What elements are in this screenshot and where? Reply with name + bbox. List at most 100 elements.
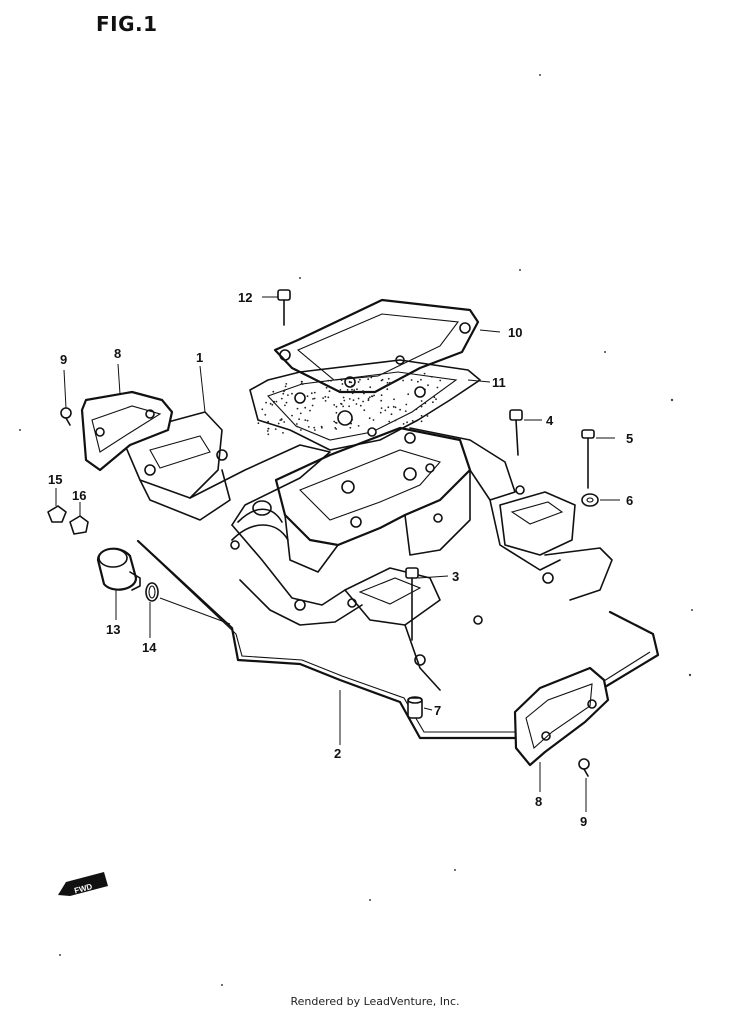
gasket-stipple-dot <box>313 426 316 429</box>
gasket-stipple-dot <box>372 419 375 421</box>
gasket-stipple-dot <box>353 376 356 379</box>
gasket-stipple-dot <box>310 392 313 395</box>
callout-10: 10 <box>508 325 522 340</box>
gasket-stipple-dot <box>427 384 429 387</box>
gasket-stipple-dot <box>349 426 352 429</box>
gasket-stipple-dot <box>359 404 362 407</box>
gasket-stipple-dot <box>348 398 351 400</box>
gasket-stipple-dot <box>285 401 288 404</box>
gasket-stipple-dot <box>363 392 365 395</box>
gasket-stipple-dot <box>384 409 387 412</box>
gasket-stipple-dot <box>371 395 373 398</box>
gasket-stipple-dot <box>363 409 366 412</box>
gasket-stipple-dot <box>282 432 284 434</box>
gasket-stipple-dot <box>417 380 419 383</box>
gasket-stipple-dot <box>266 430 269 432</box>
gasket-stipple-dot <box>431 375 433 378</box>
gasket-stipple-dot <box>355 403 358 405</box>
gasket-stipple-dot <box>328 390 331 393</box>
gasket-stipple-dot <box>325 386 328 389</box>
gasket-stipple-dot <box>402 379 404 382</box>
gasket-stipple-dot <box>388 420 391 423</box>
gasket-stipple-dot <box>439 379 442 382</box>
gasket-stipple-dot <box>313 397 316 400</box>
gasket-stipple-dot <box>324 395 327 398</box>
breather-cover <box>273 298 480 394</box>
gasket-stipple-dot <box>432 401 434 404</box>
washer-6 <box>581 493 599 507</box>
callout-5: 5 <box>626 431 633 446</box>
gasket-stipple-dot <box>386 381 389 384</box>
gasket-stipple-dot <box>334 421 337 424</box>
gasket-stipple-dot <box>357 381 360 383</box>
gasket-stipple-dot <box>411 420 414 422</box>
gasket-stipple-dot <box>426 415 429 417</box>
gasket-stipple-dot <box>298 418 300 421</box>
gasket-stipple-dot <box>351 392 354 395</box>
gasket-stipple-dot <box>330 379 332 382</box>
gasket-stipple-dot <box>380 379 383 382</box>
gasket-stipple-dot <box>404 410 407 412</box>
oil-filler-cap <box>96 547 141 591</box>
callout-16: 16 <box>72 488 86 503</box>
gasket-stipple-dot <box>436 386 439 389</box>
gasket-stipple-dot <box>267 427 270 430</box>
gasket-stipple-dot <box>380 399 383 402</box>
gasket-stipple-dot <box>261 408 264 411</box>
dowel-7 <box>407 696 423 719</box>
gasket-stipple-dot <box>380 394 383 397</box>
callout-6: 6 <box>626 493 633 508</box>
gasket-stipple-dot <box>367 399 370 402</box>
callout-14: 14 <box>142 640 157 655</box>
gasket-stipple-dot <box>307 426 310 428</box>
gasket-stipple-dot <box>351 384 354 387</box>
gasket-stipple-dot <box>399 408 401 411</box>
gasket-stipple-dot <box>394 419 397 422</box>
gasket-stipple-dot <box>284 404 286 407</box>
gasket-stipple-dot <box>387 406 390 409</box>
gasket-stipple-dot <box>300 382 303 385</box>
gasket-stipple-dot <box>277 422 280 425</box>
gasket-stipple-dot <box>269 402 272 405</box>
gasket-stipple-dot <box>357 397 360 400</box>
footer-credit: Rendered by LeadVenture, Inc. <box>290 995 460 1008</box>
gasket-stipple-dot <box>296 407 299 410</box>
gasket-stipple-dot <box>340 379 343 382</box>
gasket-stipple-dot <box>273 400 275 403</box>
gasket-stipple-dot <box>423 372 426 375</box>
gasket-stipple-dot <box>312 398 314 400</box>
gasket-stipple-dot <box>309 409 311 412</box>
gasket-stipple-dot <box>284 385 287 388</box>
gasket-stipple-dot <box>287 394 289 396</box>
cushion-16 <box>69 515 89 535</box>
gasket-stipple-dot <box>322 397 324 399</box>
gasket-stipple-dot <box>387 377 390 380</box>
bolt-5 <box>581 429 595 489</box>
gasket-stipple-dot <box>352 399 355 401</box>
gasket-stipple-dot <box>335 411 338 414</box>
gasket-stipple-dot <box>280 418 283 420</box>
gasket-stipple-dot <box>296 425 299 428</box>
gasket-stipple-dot <box>301 380 303 383</box>
gasket-stipple-dot <box>367 378 370 381</box>
scan-specks <box>19 74 693 986</box>
gasket-stipple-dot <box>415 408 418 411</box>
gasket-stipple-dot <box>275 400 278 403</box>
gasket-stipple-dot <box>406 421 408 424</box>
bolt-12 <box>277 289 291 326</box>
gasket-stipple-dot <box>348 381 351 384</box>
callout-8-top: 8 <box>114 346 121 361</box>
gasket-stipple-dot <box>274 428 277 430</box>
callout-1: 1 <box>196 350 203 365</box>
gasket-stipple-dot <box>267 433 270 436</box>
gasket-stipple-dot <box>313 391 316 394</box>
callout-7: 7 <box>434 703 441 718</box>
screw-9-top <box>60 407 72 426</box>
gasket-stipple-dot <box>306 419 309 422</box>
callout-3: 3 <box>452 569 459 584</box>
gasket-stipple-dot <box>369 396 371 398</box>
gasket-stipple-dot <box>335 428 338 430</box>
gasket-stipple-dot <box>282 392 285 395</box>
gasket-stipple-dot <box>314 429 316 431</box>
gasket-stipple-dot <box>367 397 370 400</box>
